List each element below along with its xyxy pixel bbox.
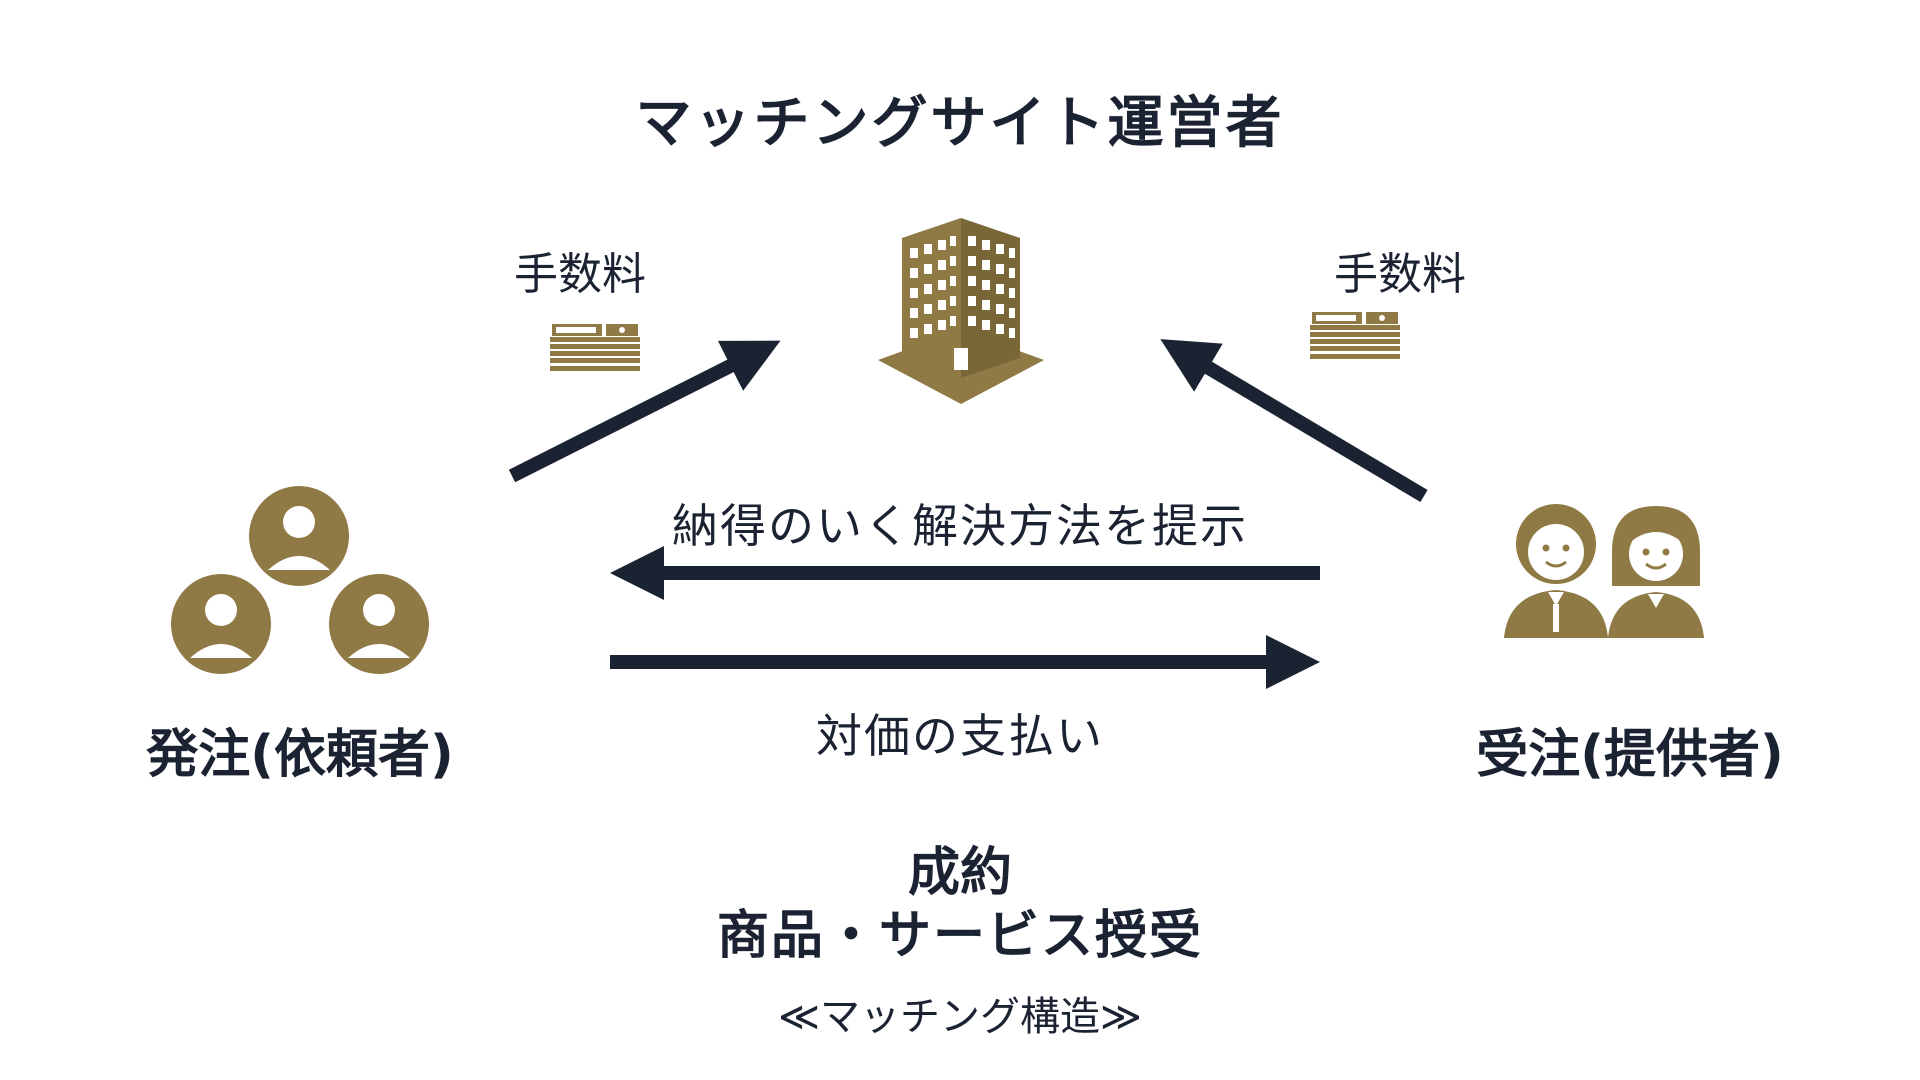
outcome-exchange: 商品・サービス授受 [716,906,1203,966]
contractor-label: 受注(提供者) [1476,725,1784,785]
fee-label-right: 手数料 [1334,249,1466,300]
arrow-contractor-to-operator [1160,339,1428,503]
money-stack-icon [1310,312,1400,359]
user-group-icon [171,486,429,674]
business-people-icon [1504,504,1704,638]
arrow-orderer-to-operator [508,340,781,483]
office-building-icon [878,218,1044,404]
orderer-label: 発注(依頼者) [146,725,454,785]
payment-flow-label: 対価の支払い [816,709,1104,763]
arrow-payment-right [610,635,1320,689]
fee-label-left: 手数料 [514,249,646,300]
operator-title: マッチングサイト運営者 [635,91,1285,156]
money-stack-icon [550,324,640,371]
solution-flow-label: 納得のいく解決方法を提示 [672,499,1248,553]
outcome-contract: 成約 [907,843,1012,903]
diagram-caption: ≪マッチング構造≫ [778,994,1142,1040]
arrow-solution-left [610,546,1320,600]
